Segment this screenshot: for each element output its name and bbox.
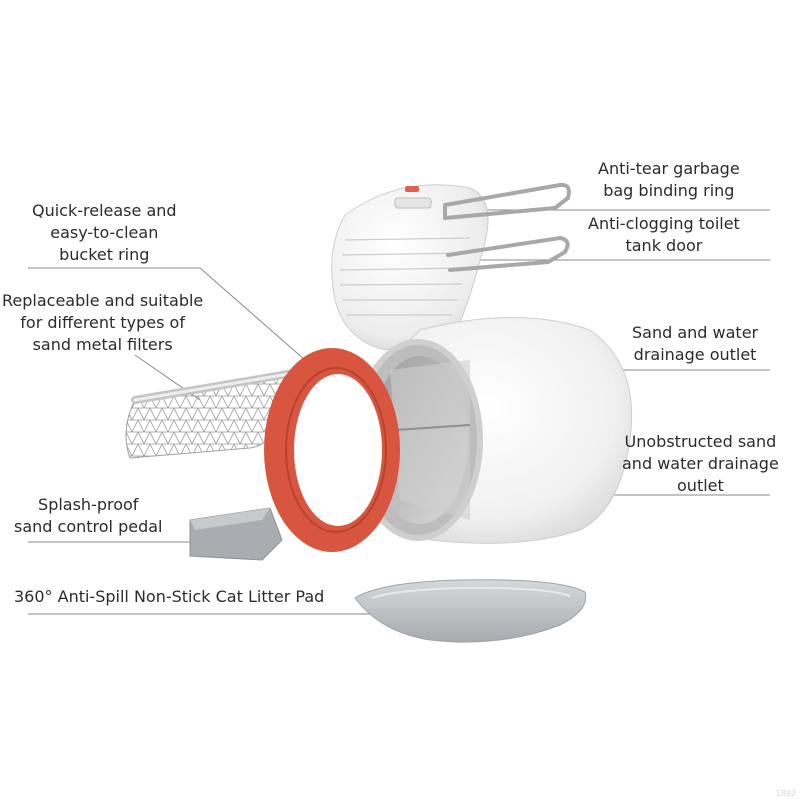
metal-filter	[125, 368, 304, 459]
label-line: bucket ring	[59, 245, 150, 264]
label-line: Sand and water	[632, 323, 759, 342]
bucket-ring	[264, 348, 400, 552]
label-line: drainage outlet	[633, 345, 757, 364]
label-line: sand metal filters	[32, 335, 173, 354]
leader-bucket-ring	[28, 267, 306, 361]
label-line: bag binding ring	[603, 181, 735, 200]
label-bag-binding-ring: Anti-tear garbage bag binding ring	[598, 158, 740, 202]
label-line: Quick-release and	[32, 201, 177, 220]
label-line: sand control pedal	[14, 517, 163, 536]
label-unobstructed-outlet: Unobstructed sand and water drainage out…	[622, 431, 779, 497]
label-litter-pad: 360° Anti-Spill Non-Stick Cat Litter Pad	[14, 586, 324, 608]
label-line: outlet	[677, 476, 724, 495]
label-line: tank door	[625, 236, 703, 255]
label-tank-door: Anti-clogging toilet tank door	[588, 213, 740, 257]
label-line: 360° Anti-Spill Non-Stick Cat Litter Pad	[14, 587, 325, 606]
label-metal-filters: Replaceable and suitable for different t…	[2, 290, 203, 356]
label-line: Anti-clogging toilet	[588, 214, 740, 233]
label-line: Unobstructed sand	[624, 432, 777, 451]
sand-control-pedal	[189, 507, 283, 561]
tank-door	[446, 235, 570, 272]
watermark: 1892	[775, 789, 796, 798]
label-line: easy-to-clean	[50, 223, 159, 242]
bag-binding-ring	[443, 182, 571, 220]
label-line: for different types of	[20, 313, 185, 332]
label-sand-water-outlet: Sand and water drainage outlet	[632, 322, 758, 366]
label-line: Splash-proof	[38, 495, 139, 514]
label-line: Anti-tear garbage	[598, 159, 740, 178]
litter-pad	[354, 579, 587, 643]
lid-indicator	[405, 186, 419, 192]
label-line: Replaceable and suitable	[2, 291, 204, 310]
label-pedal: Splash-proof sand control pedal	[14, 494, 162, 538]
label-bucket-ring: Quick-release and easy-to-clean bucket r…	[32, 200, 177, 266]
label-line: and water drainage	[622, 454, 779, 473]
